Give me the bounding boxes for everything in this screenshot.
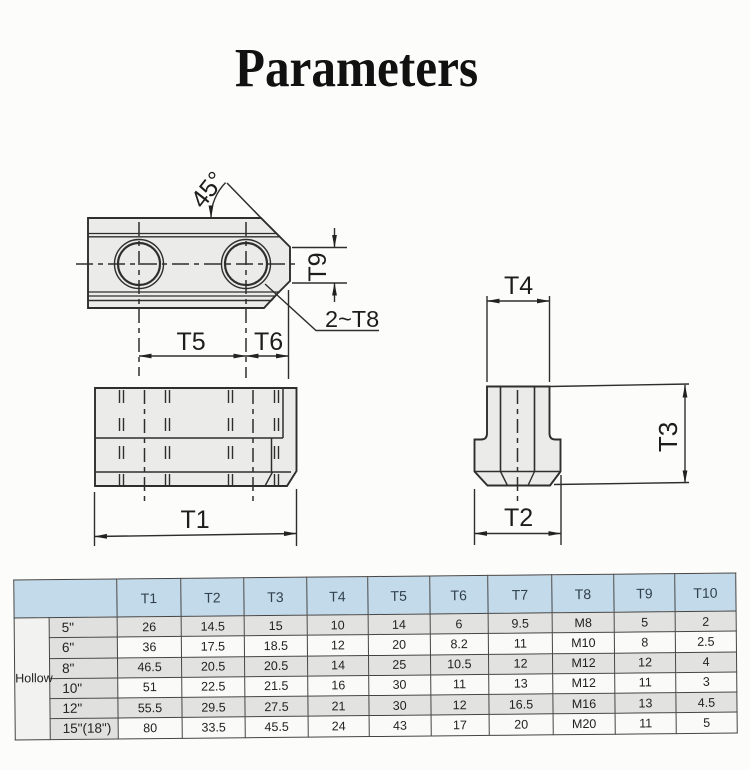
- svg-text:45°: 45°: [185, 166, 230, 213]
- svg-text:2~T8: 2~T8: [325, 306, 379, 332]
- svg-text:T6: T6: [254, 328, 283, 356]
- svg-text:T4: T4: [504, 272, 533, 300]
- svg-text:T2: T2: [504, 504, 533, 532]
- svg-text:T9: T9: [304, 252, 332, 281]
- svg-text:T3: T3: [653, 422, 683, 452]
- svg-text:T1: T1: [181, 506, 210, 534]
- svg-text:T5: T5: [177, 328, 206, 356]
